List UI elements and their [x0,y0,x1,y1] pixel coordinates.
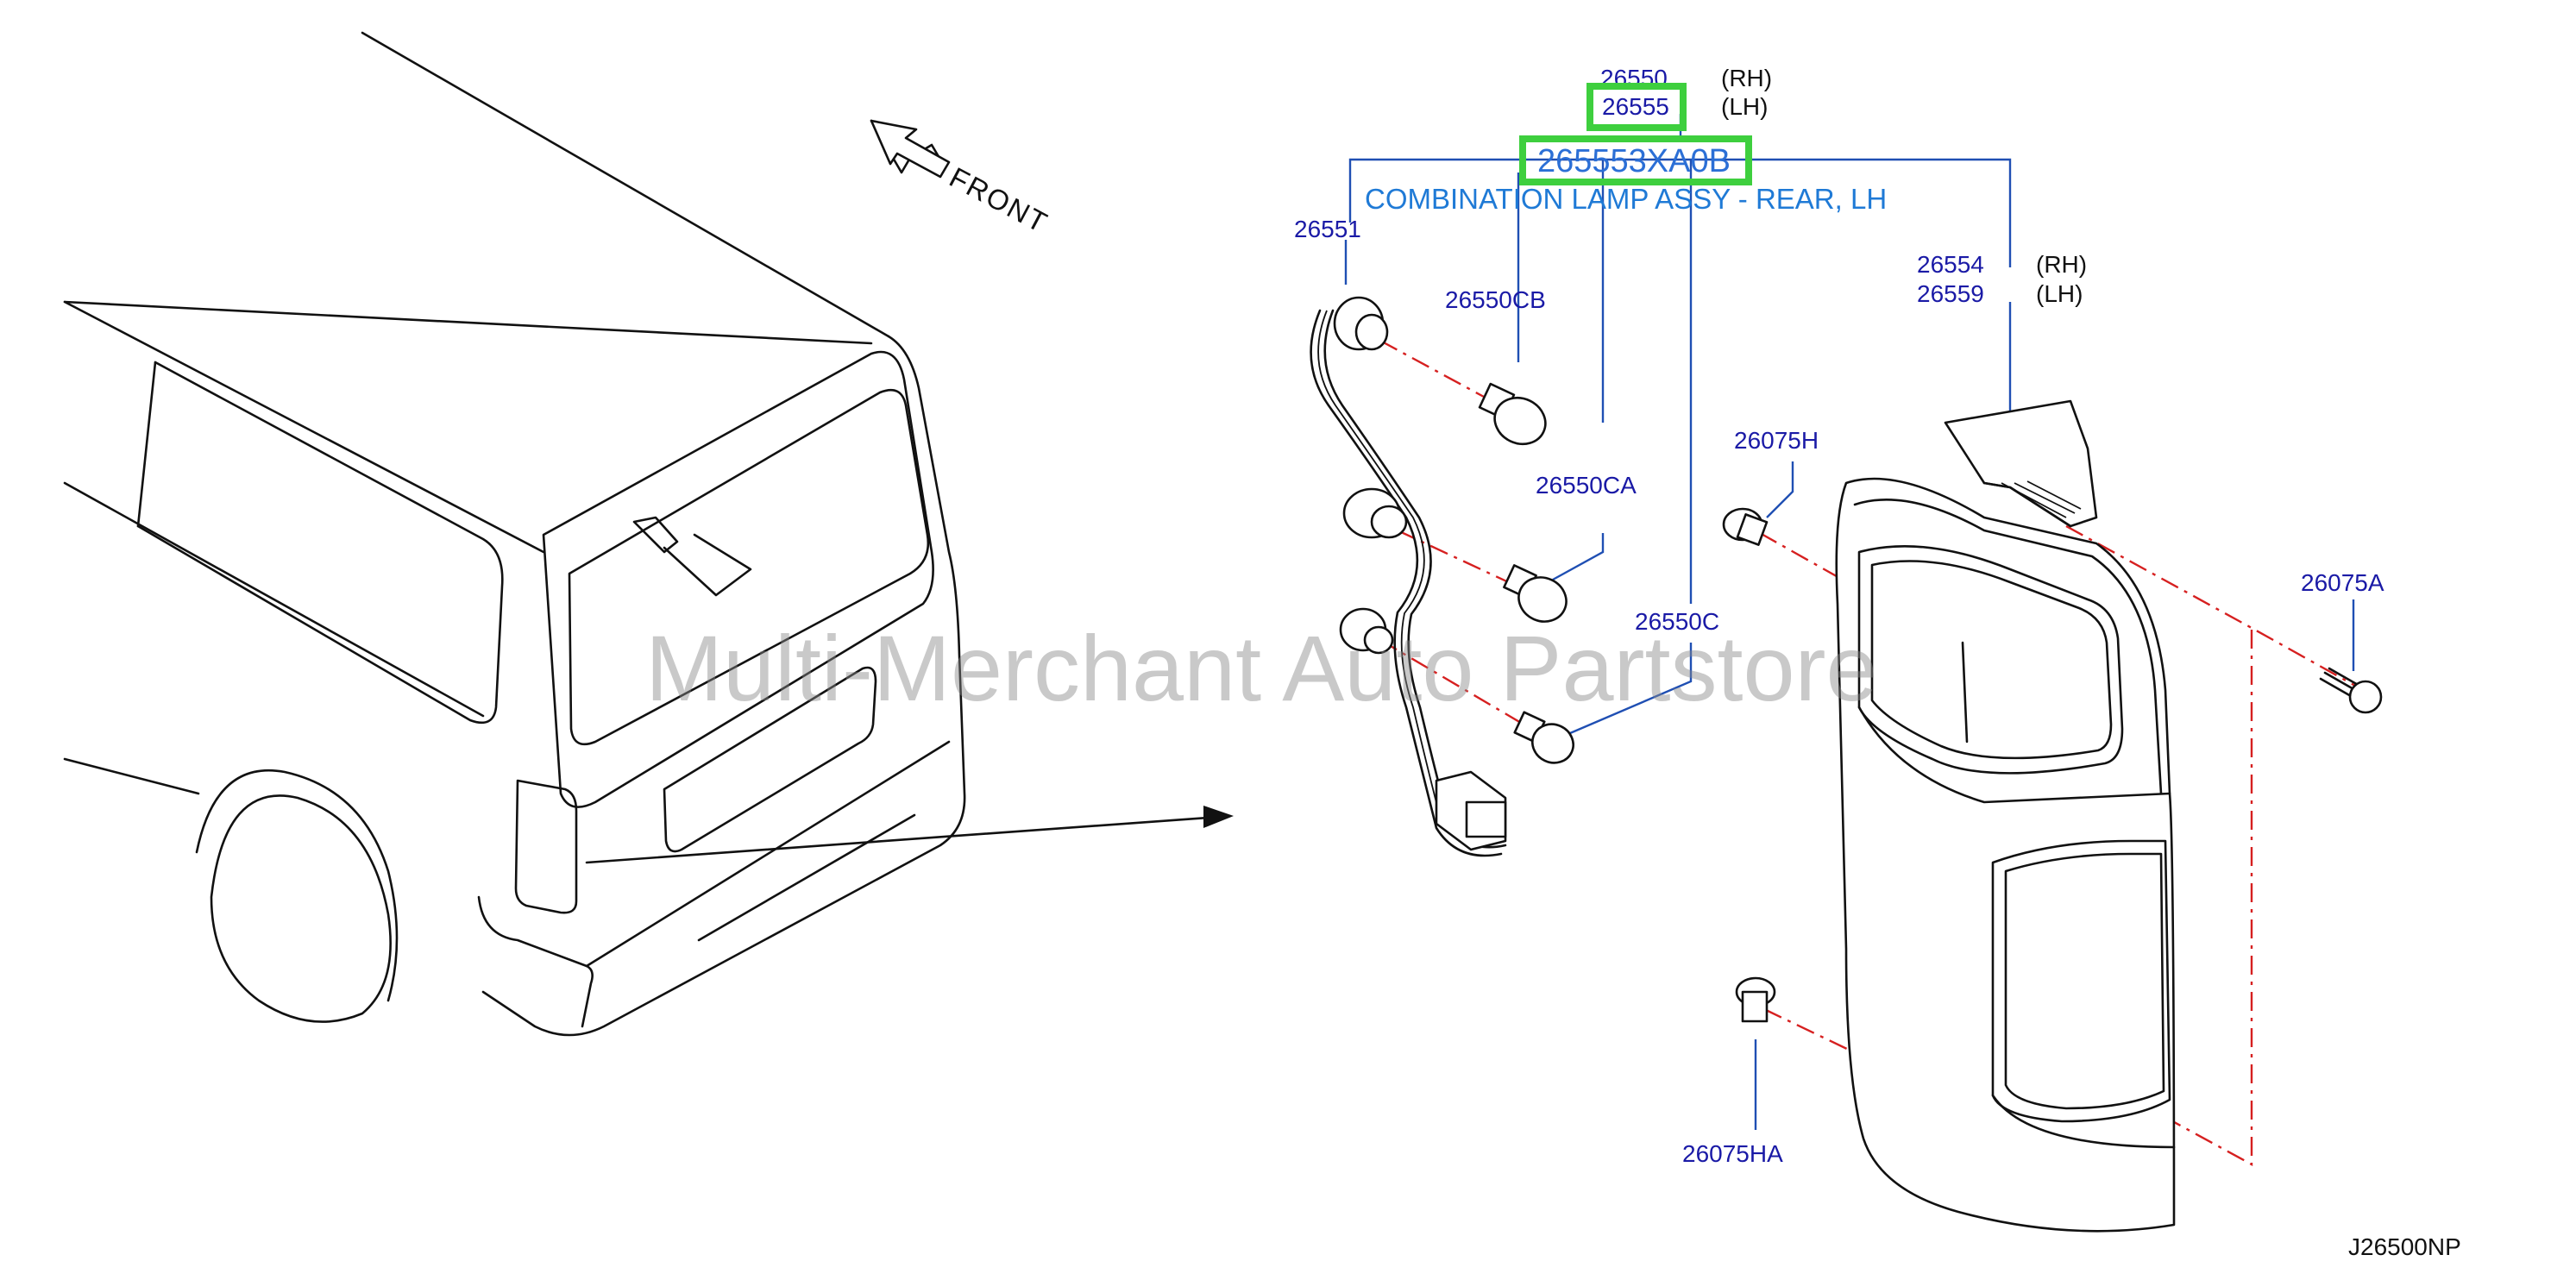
bulb-socket-middle [1342,487,1408,539]
bulb-socket-upper [1333,296,1389,351]
combination-lamp-housing [1835,399,2176,1233]
part-label-26550c[interactable]: 26550C [1635,608,1719,635]
clip-26075h [1722,507,1769,546]
bulb-26550cb [1478,382,1547,446]
part-label-26554[interactable]: 26554 [1917,251,1984,278]
part-label-26075a[interactable]: 26075A [2301,569,2384,596]
bulb-socket-lower [1339,607,1394,655]
screw-26075a [2319,667,2383,714]
part-label-26550cb[interactable]: 26550CB [1445,286,1546,313]
watermark: Multi-Merchant Auto Partstore [645,616,1878,720]
part-number-link[interactable]: 265553XA0B [1537,143,1731,179]
side-label-lh-top: (LH) [1721,93,1768,120]
bulb-26550c [1513,711,1574,764]
part-label-26559[interactable]: 26559 [1917,280,1984,307]
part-label-26550ca[interactable]: 26550CA [1536,472,1637,499]
part-label-26075h[interactable]: 26075H [1734,427,1819,454]
clip-26075ha [1735,976,1776,1023]
diagram-code: J26500NP [2348,1233,2461,1260]
part-label-26551[interactable]: 26551 [1294,216,1361,242]
part-description-link[interactable]: COMBINATION LAMP ASSY - REAR, LH [1365,183,1887,215]
harness-connector [1435,770,1507,851]
part-number-highlight [1519,135,1752,185]
side-label-lh-right: (LH) [2036,280,2083,307]
side-label-rh-top: (RH) [1721,65,1772,91]
front-direction-arrow [870,119,951,179]
front-label: FRONT [945,161,1054,240]
bulb-26550ca [1503,564,1568,623]
part-label-26075ha[interactable]: 26075HA [1682,1140,1783,1167]
part-26555-highlight [1586,83,1687,131]
part-label-26555[interactable]: 26555 [1602,93,1669,120]
side-label-rh-right: (RH) [2036,251,2087,278]
van-illustration [63,31,1234,1037]
wiring-harness [1310,296,1507,857]
